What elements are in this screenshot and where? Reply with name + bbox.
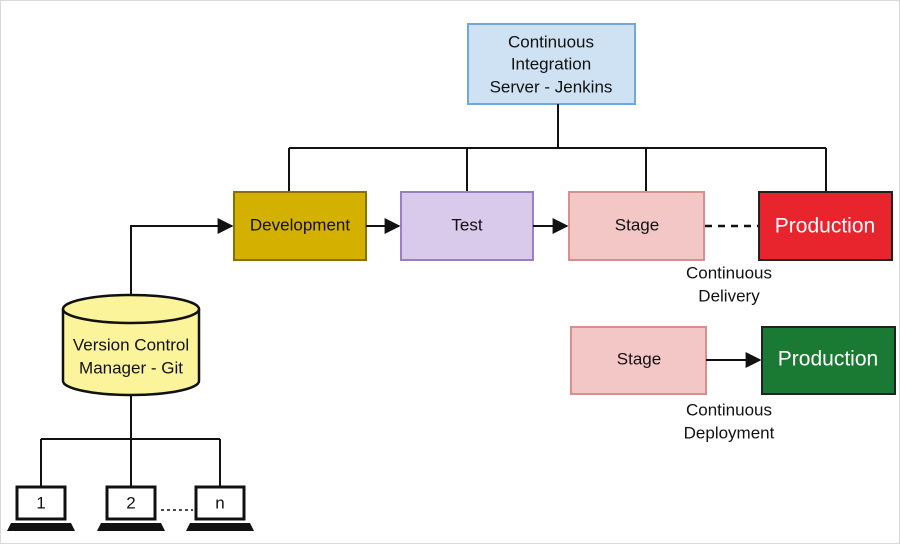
client-laptop-n: n [186, 485, 254, 531]
client-label-n: n [215, 493, 224, 512]
pipeline-development-node: Development [233, 191, 367, 261]
vcs-client-connectors [40, 395, 221, 487]
continuous-delivery-line-2: Delivery [698, 286, 760, 305]
client-label-2: 2 [126, 493, 135, 512]
vcs-database-node: Version Control Manager - Git [61, 293, 201, 397]
production-label: Production [775, 215, 875, 238]
laptop-icon [97, 485, 165, 531]
laptop-icon [7, 485, 75, 531]
client-label-1: 1 [36, 493, 45, 512]
continuous-deployment-line-1: Continuous [686, 400, 772, 419]
continuous-deployment-caption: Continuous Deployment [684, 400, 775, 442]
ci-server-line-1: Continuous [508, 32, 594, 51]
ci-server-line-3: Server - Jenkins [490, 77, 613, 96]
vcs-line-1: Version Control [73, 335, 189, 354]
ci-server-line-2: Integration [511, 54, 591, 73]
ci-server-node: Continuous Integration Server - Jenkins [467, 23, 636, 105]
pipeline-test-node: Test [400, 191, 534, 261]
continuous-deployment-line-2: Deployment [684, 423, 775, 442]
vcs-line-2: Manager - Git [79, 358, 183, 377]
development-label: Development [250, 215, 350, 234]
stage-label: Stage [615, 215, 659, 234]
test-label: Test [451, 215, 482, 234]
pipeline-stage-node: Stage [568, 191, 705, 261]
deployment-production-label: Production [778, 348, 878, 371]
continuous-delivery-caption: Continuous Delivery [686, 263, 772, 305]
pipeline-production-node: Production [758, 191, 893, 261]
ci-tree-connectors [288, 104, 827, 192]
laptop-icon [186, 485, 254, 531]
deployment-stage-label: Stage [617, 349, 661, 368]
deployment-production-node: Production [761, 326, 896, 395]
vcs-to-development-arrow [130, 218, 234, 297]
client-laptop-1: 1 [7, 485, 75, 531]
client-laptop-2: 2 [97, 485, 165, 531]
deployment-stage-node: Stage [570, 326, 707, 395]
continuous-delivery-line-1: Continuous [686, 263, 772, 282]
